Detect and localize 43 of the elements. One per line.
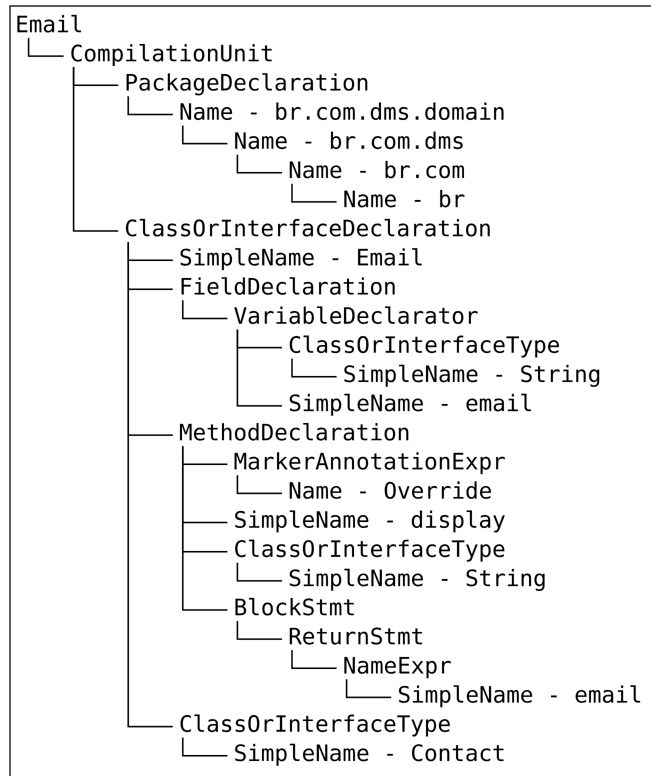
tree-connector	[236, 154, 282, 174]
tree-connector	[182, 126, 228, 144]
tree-item: Email	[17, 14, 82, 32]
tree-connector	[236, 330, 282, 407]
tree-item: ClassOrInterfaceType	[235, 540, 504, 562]
tree-item: ClassOrInterfaceType	[290, 336, 559, 358]
tree-connector	[291, 650, 337, 670]
tree-item: NameExpr	[344, 657, 451, 678]
tree-item: FieldDeclaration	[182, 277, 395, 295]
tree-connector	[182, 300, 228, 320]
tree-item: ClassOrInterfaceDeclaration	[126, 218, 490, 236]
tree-item: BlockStmt	[235, 598, 354, 616]
tree-item: SimpleName - String	[290, 568, 545, 591]
tree-connector	[346, 679, 392, 698]
tree-connector	[291, 358, 337, 378]
tree-item: Name - br.com	[290, 160, 464, 178]
tree-item: SimpleName - email	[290, 394, 531, 416]
tree-connector	[182, 446, 228, 611]
tree-item: ReturnStmt	[290, 628, 422, 645]
tree-item: ClassOrInterfaceType	[180, 714, 450, 736]
tree-connector	[127, 242, 173, 728]
tree-item: SimpleName - String	[344, 364, 600, 387]
tree-item: Name - Override	[290, 481, 491, 499]
tree-connector	[182, 738, 228, 757]
tree-item: VariableDeclarator	[234, 306, 478, 324]
tree-item: SimpleName - Contact	[235, 744, 504, 766]
tree-item: Name - br.com.dms.domain	[180, 102, 504, 120]
tree-connector	[291, 184, 337, 203]
tree-item: SimpleName - display	[235, 510, 505, 532]
tree-item: Name - br	[344, 190, 464, 208]
tree-item: PackageDeclaration	[126, 73, 368, 96]
tree-item: SimpleName - email	[398, 685, 640, 708]
tree-connector	[236, 475, 282, 494]
tree-connector	[236, 621, 282, 640]
tree-item: MethodDeclaration	[180, 423, 408, 441]
tree-connector	[127, 96, 173, 116]
tree-item: Name - br.com.dms	[235, 132, 463, 150]
tree-item: CompilationUnit	[71, 44, 272, 66]
tree-item: SimpleName - Email	[180, 248, 422, 270]
tree-connector	[28, 38, 64, 57]
tree-item: MarkerAnnotationExpr	[234, 452, 505, 474]
tree-connector	[236, 562, 282, 582]
tree-connector	[72, 67, 118, 232]
